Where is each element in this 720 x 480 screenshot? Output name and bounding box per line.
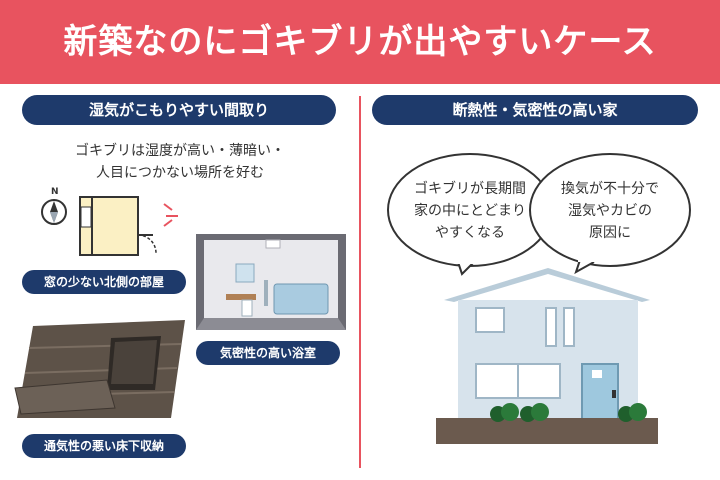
bubble-left-text: ゴキブリが長期間 家の中にとどまり やすくなる: [392, 178, 548, 244]
bubble-right-line-2: 湿気やカビの: [568, 203, 652, 219]
house-illustration: [436, 268, 658, 444]
center-divider: [359, 96, 361, 468]
bubble-left-line-2: 家の中にとどまり: [414, 203, 526, 219]
bubble-right-text: 換気が不十分で 湿気やカビの 原因に: [534, 178, 686, 244]
right-section-heading: 断熱性・気密性の高い家: [372, 95, 698, 125]
speech-bubbles: [387, 153, 691, 276]
bubble-right-line-1: 換気が不十分で: [561, 181, 659, 197]
description-line-1: ゴキブリは湿度が高い・薄暗い・: [75, 143, 285, 159]
bubble-left-line-3: やすくなる: [435, 225, 505, 241]
compass-icon: [41, 199, 67, 225]
bubble-right-line-3: 原因に: [589, 225, 631, 241]
page-title: 新築なのにゴキブリが出やすいケース: [63, 22, 657, 62]
tag-bathroom: 気密性の高い浴室: [196, 341, 340, 365]
compass-north-label: N: [51, 187, 59, 197]
tag-north-room: 窓の少ない北側の部屋: [22, 270, 186, 294]
alert-lines-icon: [163, 203, 178, 227]
left-description: ゴキブリは湿度が高い・薄暗い・ 人目につかない場所を好む: [30, 140, 330, 184]
title-banner: 新築なのにゴキブリが出やすいケース: [0, 0, 720, 84]
underfloor-illustration: [14, 320, 185, 418]
tag-underfloor: 通気性の悪い床下収納: [22, 434, 186, 458]
bathroom-illustration: [196, 234, 346, 330]
description-line-2: 人目につかない場所を好む: [96, 165, 264, 181]
bubble-left-line-1: ゴキブリが長期間: [414, 181, 526, 197]
north-room-floorplan: [79, 196, 157, 256]
left-section-heading: 湿気がこもりやすい間取り: [22, 95, 336, 125]
